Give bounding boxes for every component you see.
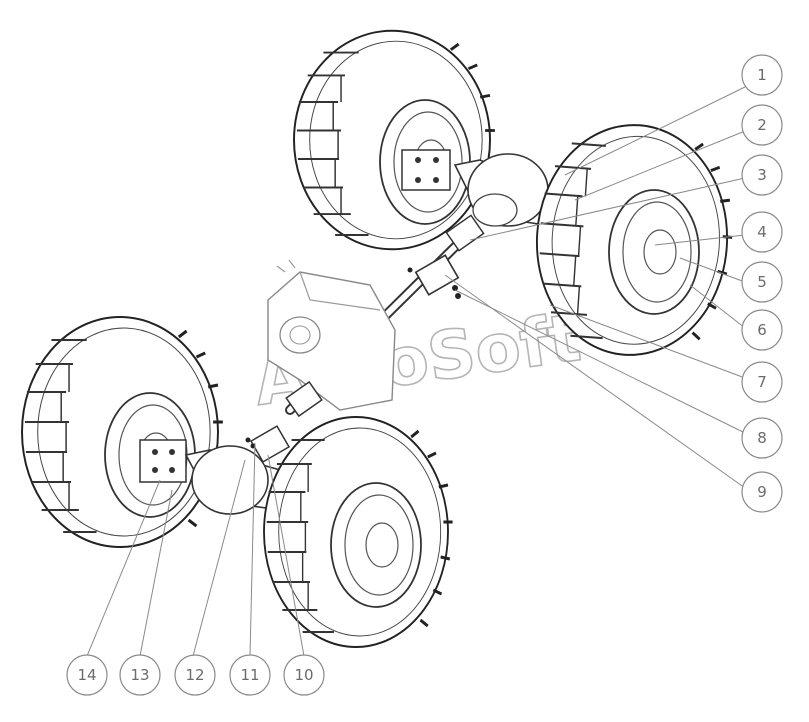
wheel-rear-left	[292, 29, 497, 251]
callout-11	[229, 654, 271, 696]
callout-6	[741, 309, 783, 351]
callout-labels-bottom: 14 13 12 11 10	[77, 666, 313, 684]
callout-label-13: 13	[130, 666, 149, 684]
transfer-gearbox	[267, 259, 396, 411]
callouts-right	[741, 54, 783, 513]
callout-label-10: 10	[294, 666, 313, 684]
rear-axle-housing	[453, 153, 549, 227]
callout-8	[741, 417, 783, 459]
callout-12	[174, 654, 216, 696]
callout-label-6: 6	[757, 321, 767, 339]
callout-label-14: 14	[77, 666, 96, 684]
leader-lines	[86, 86, 746, 657]
callout-3	[741, 154, 783, 196]
callout-2	[741, 104, 783, 146]
callout-label-1: 1	[757, 66, 767, 84]
callout-1	[741, 54, 783, 96]
callout-label-11: 11	[240, 666, 259, 684]
callout-5	[741, 261, 783, 303]
callouts-bottom	[66, 654, 325, 696]
callout-label-12: 12	[185, 666, 204, 684]
callout-label-7: 7	[757, 373, 767, 391]
callout-label-5: 5	[757, 273, 767, 291]
callout-4	[741, 211, 783, 253]
front-axle-housing	[184, 380, 323, 515]
callout-labels-right: 1 2 3 4 5 6 7 8 9	[757, 66, 767, 501]
wheel-front-left	[20, 315, 225, 549]
callout-13	[119, 654, 161, 696]
callout-7	[741, 361, 783, 403]
callout-10	[283, 654, 325, 696]
callout-9	[741, 471, 783, 513]
callout-label-8: 8	[757, 429, 767, 447]
callout-14	[66, 654, 108, 696]
callout-label-3: 3	[757, 166, 767, 184]
callout-label-9: 9	[757, 483, 767, 501]
callout-label-4: 4	[757, 223, 767, 241]
wheel-front-right	[262, 415, 455, 649]
callout-label-2: 2	[757, 116, 767, 134]
